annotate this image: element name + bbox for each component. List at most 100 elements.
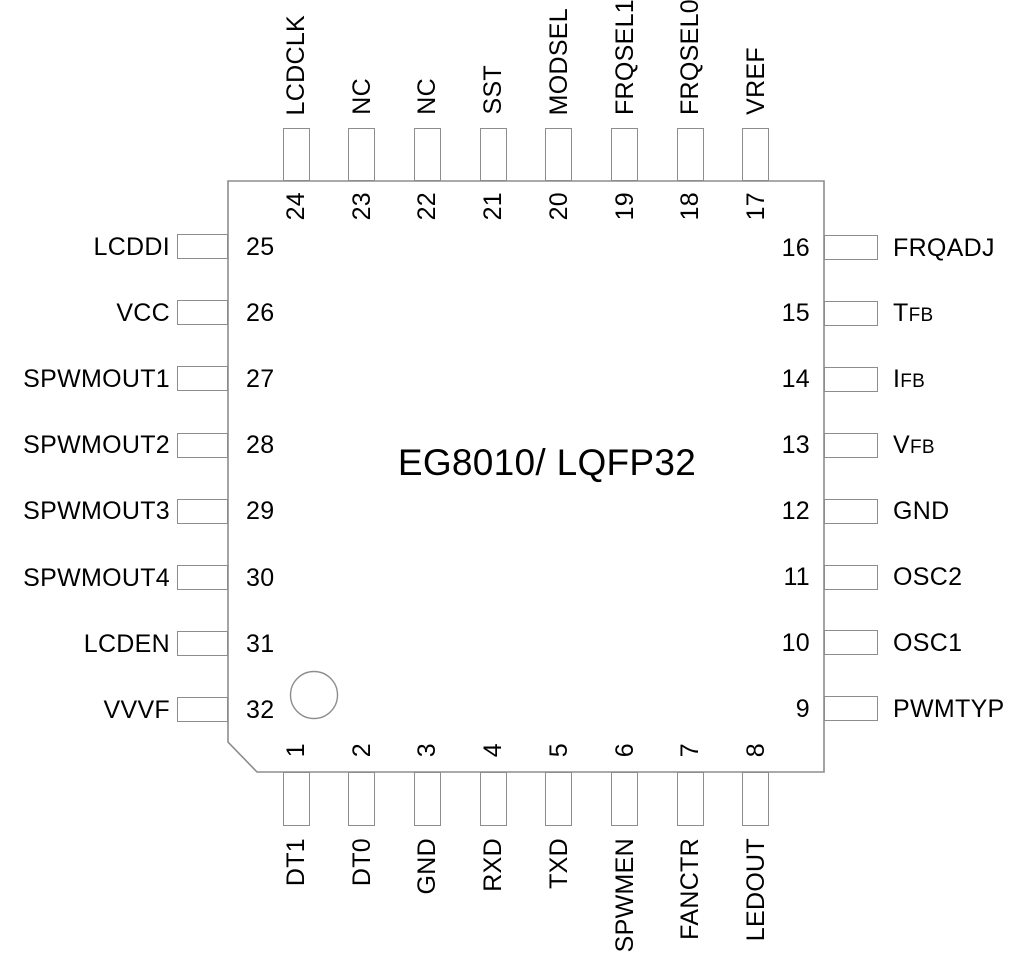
pin-label: PWMTYP <box>893 694 1005 723</box>
pin-number: 2 <box>347 742 376 757</box>
pin-box <box>676 772 704 826</box>
pin-number: 10 <box>781 628 810 657</box>
pin-label-main: I <box>893 365 901 394</box>
pin-label: FANCTR <box>676 838 705 940</box>
pin-label: SPWMOUT3 <box>23 497 170 526</box>
pin-label: VFB <box>893 431 935 462</box>
pin-number: 25 <box>246 232 275 261</box>
pin-box <box>177 565 228 590</box>
pin-label: LCDCLK <box>282 14 310 115</box>
pin-box <box>413 772 441 826</box>
pin-box <box>742 772 770 826</box>
pin-number: 13 <box>781 431 810 460</box>
pin-box <box>177 697 228 723</box>
pin-number: 5 <box>544 742 573 757</box>
pin-label: TXD <box>544 838 573 889</box>
pin-label: FRQSEL0 <box>676 0 705 115</box>
pin-number: 19 <box>610 192 639 221</box>
pin-number: 11 <box>783 563 810 591</box>
pin-number: 14 <box>781 365 810 394</box>
pin-number: 22 <box>413 192 442 221</box>
pin-box <box>824 498 878 524</box>
pin-number: 15 <box>781 299 810 328</box>
pin-box <box>282 772 310 826</box>
pin-box <box>824 366 878 392</box>
pin-box <box>611 128 638 181</box>
pin-number: 6 <box>610 742 639 757</box>
pin-label: DT0 <box>347 838 376 887</box>
pin-box <box>824 630 878 656</box>
pin-label: LCDEN <box>83 629 170 658</box>
pin-box <box>282 128 310 181</box>
pin-box <box>824 564 878 590</box>
pin-number: 4 <box>479 742 508 757</box>
pin-label-sub: FB <box>900 371 926 393</box>
pin-label: SST <box>479 65 508 115</box>
pin-box <box>413 128 441 181</box>
pin-box <box>177 234 228 259</box>
pin-label: GND <box>413 838 442 895</box>
pin-number: 9 <box>795 694 810 723</box>
pin-box <box>824 432 878 458</box>
pin-label: NC <box>413 78 442 115</box>
pin-label: SPWMOUT4 <box>23 563 170 592</box>
pin-number: 17 <box>741 192 770 221</box>
pin-label: GND <box>893 497 950 526</box>
pin-box <box>177 366 228 392</box>
pin-label: RXD <box>479 838 508 892</box>
pin-label: NC <box>347 78 376 115</box>
pin-number: 8 <box>741 742 770 757</box>
pin-label-sub: FB <box>908 305 934 327</box>
pin-label: SPWMOUT1 <box>23 364 170 393</box>
pin-number: 24 <box>282 192 310 221</box>
pin-number: 31 <box>246 629 275 658</box>
pin-label: IFB <box>893 365 925 396</box>
pin-label: LEDOUT <box>741 838 770 942</box>
pin-box <box>824 696 878 722</box>
pin-label: MODSEL <box>544 7 573 115</box>
pin-box <box>742 128 770 181</box>
pin-number: 20 <box>544 192 573 221</box>
pin-label: FRQSEL1 <box>610 0 639 115</box>
chip-title: EG8010/ LQFP32 <box>397 442 697 483</box>
pin-label: OSC2 <box>893 563 963 591</box>
pin-label: FRQADJ <box>893 233 995 262</box>
pin-label: VCC <box>116 298 170 327</box>
pin-label-main: V <box>893 431 910 460</box>
pin-number: 1 <box>282 742 310 757</box>
pin-box <box>824 235 878 260</box>
pin-box <box>177 631 228 657</box>
pin-box <box>177 432 228 458</box>
pin-box <box>479 772 507 826</box>
pin-box <box>611 772 638 826</box>
pin-number: 30 <box>246 563 275 592</box>
pin-box <box>545 128 573 181</box>
pin-number: 32 <box>246 695 275 724</box>
pin-number: 16 <box>781 233 810 262</box>
pin-box <box>545 772 573 826</box>
pin-number: 27 <box>246 364 275 393</box>
chip-outline <box>227 180 825 773</box>
pin-label: VVVF <box>103 695 170 724</box>
pin-label: SPWMOUT2 <box>23 431 170 460</box>
pin-number: 12 <box>781 497 810 526</box>
pin-box <box>676 128 704 181</box>
pin-number: 3 <box>413 742 442 757</box>
pin-number: 18 <box>676 192 705 221</box>
pin-number: 23 <box>347 192 376 221</box>
pin1-indicator-circle <box>289 670 339 720</box>
pin-box <box>479 128 507 181</box>
pin-label: LCDDI <box>93 232 170 261</box>
pin-number: 29 <box>246 497 275 526</box>
pin-label: TFB <box>893 299 933 330</box>
pin-label: OSC1 <box>893 628 963 657</box>
pin-number: 28 <box>246 431 275 460</box>
pin-number: 7 <box>676 742 705 757</box>
pin-box <box>177 300 228 326</box>
pin-label: SPWMEN <box>610 838 639 953</box>
pin-label: DT1 <box>282 838 310 887</box>
pin-label-sub: FB <box>909 437 935 459</box>
pin-box <box>348 128 376 181</box>
pin-box <box>177 498 228 524</box>
